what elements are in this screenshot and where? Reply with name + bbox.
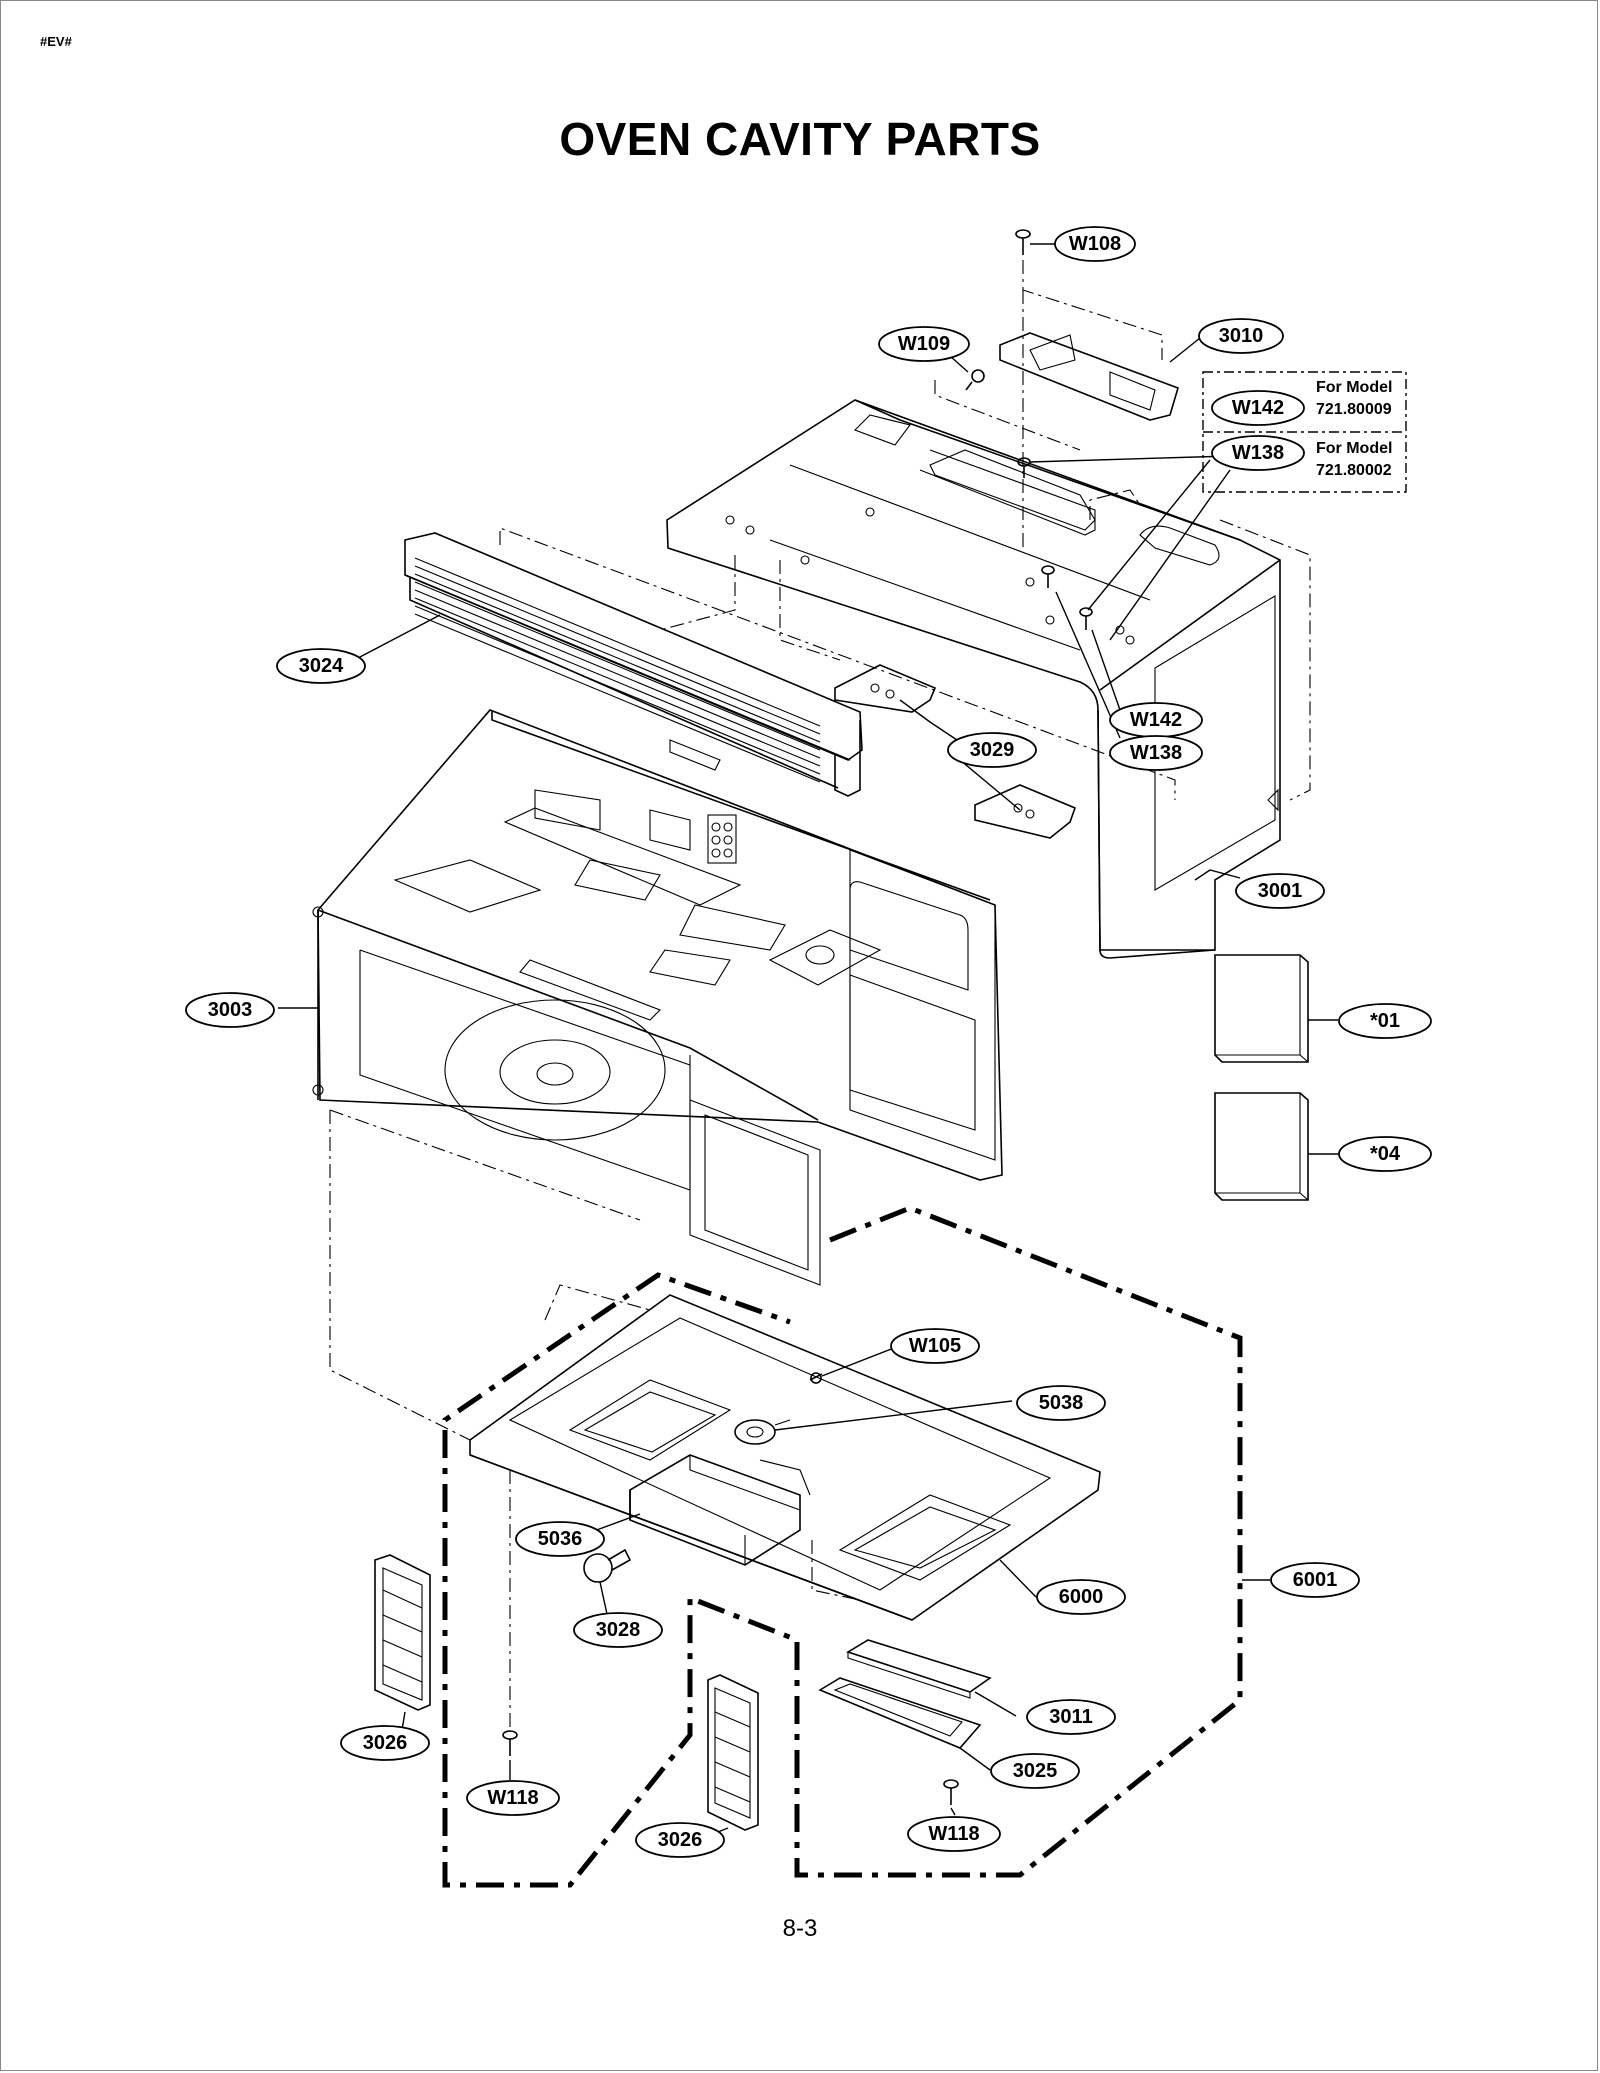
svg-text:W118: W118 <box>487 1787 538 1809</box>
svg-text:3001: 3001 <box>1258 880 1303 902</box>
manual-04 <box>1214 1092 1309 1201</box>
part-label-6001: 6001 <box>1270 1562 1360 1598</box>
part-label-3028: 3028 <box>573 1612 663 1648</box>
part-label-3025: 3025 <box>990 1753 1080 1789</box>
screw-w105 <box>809 1372 823 1384</box>
model-note-w138-line2: 721.80002 <box>1316 462 1392 479</box>
svg-text:3003: 3003 <box>208 999 253 1021</box>
lamp-3028 <box>583 1548 632 1583</box>
part-label-3026-right: 3026 <box>635 1822 725 1858</box>
manual-01 <box>1214 954 1309 1063</box>
svg-text:W109: W109 <box>898 333 950 355</box>
outer-case-3001 <box>666 399 1281 959</box>
svg-text:W118: W118 <box>928 1823 979 1845</box>
bracket-3029 <box>834 664 1077 839</box>
base-plate-6000 <box>469 1294 1101 1621</box>
assembly-guides <box>329 260 1311 1730</box>
screw-w118-right <box>943 1779 959 1805</box>
grease-filter-3026-left <box>374 1554 431 1711</box>
svg-text:6000: 6000 <box>1059 1586 1104 1608</box>
part-label-w142-note: W142 <box>1211 390 1305 426</box>
svg-text:W108: W108 <box>1069 233 1121 255</box>
thermal-protector-5038 <box>734 1419 791 1445</box>
svg-text:*04: *04 <box>1370 1143 1401 1165</box>
svg-text:3026: 3026 <box>363 1732 408 1754</box>
leader-lines <box>278 243 1338 1841</box>
part-label-3011: 3011 <box>1026 1699 1116 1735</box>
model-note-box: For Model 721.80009 For Model 721.80002 <box>1202 371 1407 493</box>
svg-text:3029: 3029 <box>970 739 1015 761</box>
part-label-3010: 3010 <box>1198 318 1284 354</box>
grease-filter-3026-right <box>707 1674 759 1831</box>
svg-text:3011: 3011 <box>1049 1706 1092 1728</box>
part-label-3024: 3024 <box>276 648 366 684</box>
part-label-5036: 5036 <box>515 1521 605 1557</box>
part-label-w138-note: W138 <box>1211 435 1305 471</box>
screw-w138-top <box>1041 565 1055 588</box>
svg-text:W138: W138 <box>1232 442 1284 464</box>
svg-text:W142: W142 <box>1130 709 1182 731</box>
svg-text:W138: W138 <box>1130 742 1182 764</box>
svg-text:3028: 3028 <box>596 1619 641 1641</box>
cover-3011 <box>846 1639 992 1699</box>
part-label-3026-left: 3026 <box>340 1725 430 1761</box>
model-note-w142-line2: 721.80009 <box>1316 401 1392 418</box>
header-tag: #EV# <box>40 34 72 49</box>
svg-text:5038: 5038 <box>1039 1392 1084 1414</box>
model-note-w138-line1: For Model <box>1316 440 1392 457</box>
svg-text:W105: W105 <box>909 1335 961 1357</box>
part-label-w118-right: W118 <box>907 1816 1001 1852</box>
part-label-w138: W138 <box>1109 735 1203 771</box>
frame-3025 <box>818 1677 982 1749</box>
screw-w109 <box>965 369 985 391</box>
part-label-5038: 5038 <box>1016 1385 1106 1421</box>
part-label-w105: W105 <box>890 1328 980 1364</box>
screw-w108 <box>1015 229 1031 255</box>
svg-text:5036: 5036 <box>538 1528 583 1550</box>
svg-text:*01: *01 <box>1370 1010 1400 1032</box>
part-label-w142: W142 <box>1109 702 1203 738</box>
page-number: 8-3 <box>782 1915 818 1942</box>
part-label-3001: 3001 <box>1235 873 1325 909</box>
svg-text:3010: 3010 <box>1219 325 1264 347</box>
assembly-6001-boundary <box>442 1205 1243 1888</box>
svg-text:3025: 3025 <box>1013 1760 1058 1782</box>
part-label-6000: 6000 <box>1036 1579 1126 1615</box>
model-note-w142-line1: For Model <box>1316 379 1392 396</box>
grille-3024 <box>404 532 863 797</box>
part-label-04: *04 <box>1338 1136 1432 1172</box>
cavity-3003 <box>312 709 1003 1286</box>
part-label-01: *01 <box>1338 1003 1432 1039</box>
screw-w118-left <box>502 1730 518 1756</box>
svg-text:3024: 3024 <box>299 655 344 677</box>
part-label-w118-left: W118 <box>466 1780 560 1816</box>
svg-text:3026: 3026 <box>658 1829 703 1851</box>
page-title: OVEN CAVITY PARTS <box>559 113 1041 165</box>
top-plate-3010 <box>929 332 1179 531</box>
svg-text:6001: 6001 <box>1293 1569 1338 1591</box>
part-label-3003: 3003 <box>185 992 275 1028</box>
screw-w142-side <box>1079 607 1093 630</box>
part-label-w109: W109 <box>878 326 970 362</box>
part-label-w108: W108 <box>1054 226 1136 262</box>
part-label-3029: 3029 <box>947 732 1037 768</box>
svg-text:W142: W142 <box>1232 397 1284 419</box>
